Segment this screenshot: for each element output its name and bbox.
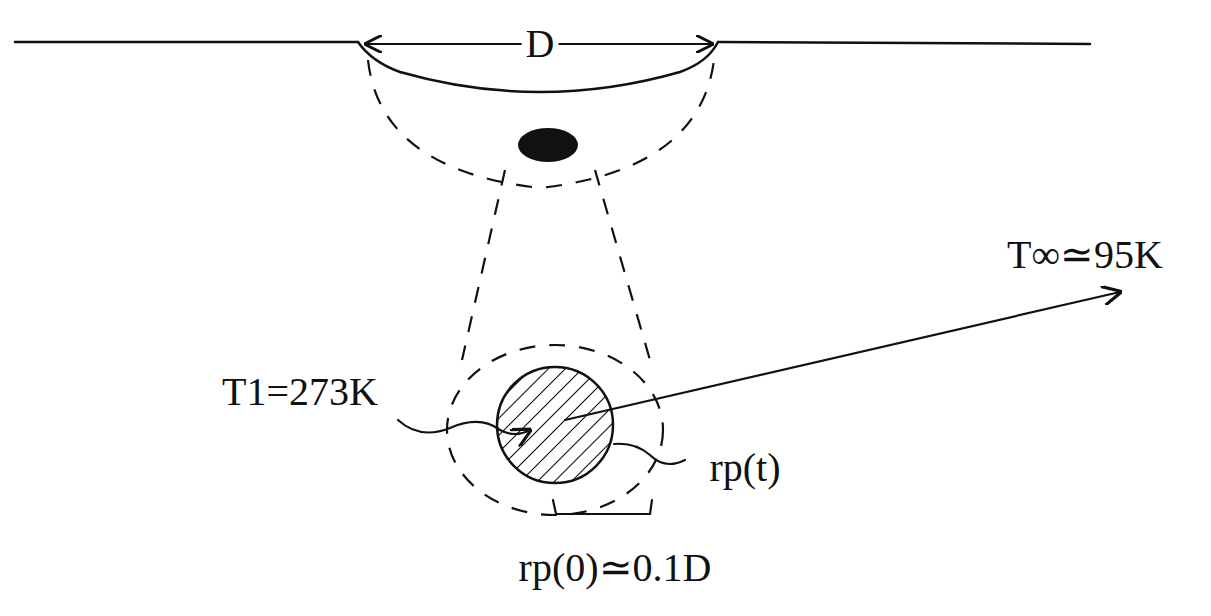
leader-line bbox=[614, 444, 685, 464]
leader-line bbox=[398, 420, 530, 434]
radius-label: rp(t) bbox=[705, 446, 784, 490]
temperature-label: T∞≃95K bbox=[1003, 233, 1167, 277]
impactor-blob bbox=[518, 128, 578, 162]
dashed-thermal-zone bbox=[447, 345, 663, 515]
radius-bracket bbox=[553, 500, 652, 514]
dashed-funnel bbox=[462, 170, 505, 360]
radius-line bbox=[565, 292, 1120, 420]
ground-line bbox=[718, 42, 1090, 44]
temperature-label: T1=273K bbox=[218, 370, 382, 414]
hatched-sphere bbox=[497, 367, 613, 483]
dashed-bowl bbox=[368, 60, 714, 188]
radius-label: rp(0)≃0.1D bbox=[515, 546, 716, 590]
dimension-label: D bbox=[522, 22, 559, 66]
ground-line bbox=[15, 41, 358, 44]
dashed-funnel bbox=[595, 170, 650, 360]
